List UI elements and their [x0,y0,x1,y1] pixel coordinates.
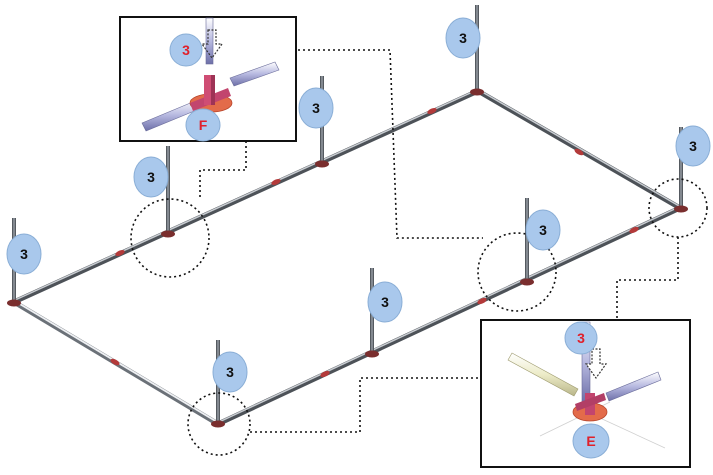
step-badge: 3 [212,351,248,393]
step-badge-shape [298,87,334,129]
step-badges: 3 3 3 3 3 3 3 3 [6,17,711,459]
inset-pipe-right-e [605,371,662,402]
coupler [320,370,330,378]
leader-inset-top-to-mid [298,49,483,239]
post-base [674,205,688,213]
post [679,127,683,209]
callout-circle-bottom [187,392,251,456]
leader-bottom-to-inset [250,377,481,433]
fitting-cross-stem [204,75,215,105]
post-base [520,278,534,286]
fitting-cross-stem-shade [211,75,215,105]
post [525,198,529,282]
post-base [315,160,329,168]
step-badge-label: 3 [689,138,697,154]
coupler [115,249,125,257]
post-base [161,230,175,238]
inset-f-step-badge: 3 [169,33,203,67]
coupler [427,107,437,115]
post-base [7,299,21,307]
coupler [574,148,584,156]
pipe-segment-back-left-highlight [13,88,479,302]
part-badge-label: E [586,433,595,449]
step-badge-label: 3 [20,246,28,262]
pipe-segment-front-right-highlight [217,205,681,424]
step-badge-shape [525,209,561,251]
pipe-segment-back-right-highlight [477,88,681,208]
part-badge-shape [185,108,221,142]
leader-lines [199,49,679,433]
step-badge-label: 3 [577,330,585,346]
coupler [110,358,120,366]
part-badge-label: F [199,117,208,133]
inset-pipe-left-e [507,352,579,397]
step-badge-label: 3 [182,42,190,58]
inset-guide-line [599,417,666,449]
step-badge-shape [367,281,403,323]
pipe-segment-back-left [11,88,481,305]
fitting-cross-arm-e [575,393,606,411]
callout-circle-left [130,198,210,278]
step-badge: 3 [675,125,711,167]
post [166,146,170,234]
step-badge: 3 [298,87,334,129]
leader-inset-top-to-circle [199,141,247,200]
coupler [629,226,639,234]
step-badge: 3 [6,233,42,275]
down-arrow-icon [200,29,224,60]
step-badge-shape [169,33,203,67]
step-badge-shape [445,17,481,59]
step-badge-label: 3 [147,169,155,185]
coupler [271,178,281,186]
leader-right-to-inset-bottom [616,237,679,320]
inset-post-f [205,17,214,65]
step-badge: 3 [367,281,403,323]
step-badge: 3 [525,209,561,251]
post-base [365,350,379,358]
down-arrow-icon [584,348,608,380]
step-badge: 3 [133,156,169,198]
post-base [211,420,225,428]
post-base [470,88,484,96]
step-badge-shape [6,233,42,275]
step-badge-shape [212,351,248,393]
coupler [477,297,487,305]
step-badge-label: 3 [226,364,234,380]
inset-e-part-badge: E [572,423,610,459]
step-badge-shape [675,125,711,167]
inset-f-part-badge: F [185,108,221,142]
step-badge-label: 3 [539,222,547,238]
step-badge-shape [564,321,598,355]
step-badge-shape [133,156,169,198]
step-badge-label: 3 [312,100,320,116]
inset-e-step-badge: 3 [564,321,598,355]
step-badge: 3 [445,17,481,59]
inset-pipe-right [229,61,280,87]
part-badge-shape [572,423,610,459]
pipe-segment-front-right [215,205,683,427]
callout-circle-mid [477,232,557,312]
pipe-couplers [110,107,639,378]
step-badge-label: 3 [459,30,467,46]
step-badge-label: 3 [381,294,389,310]
callout-circles [130,178,708,456]
